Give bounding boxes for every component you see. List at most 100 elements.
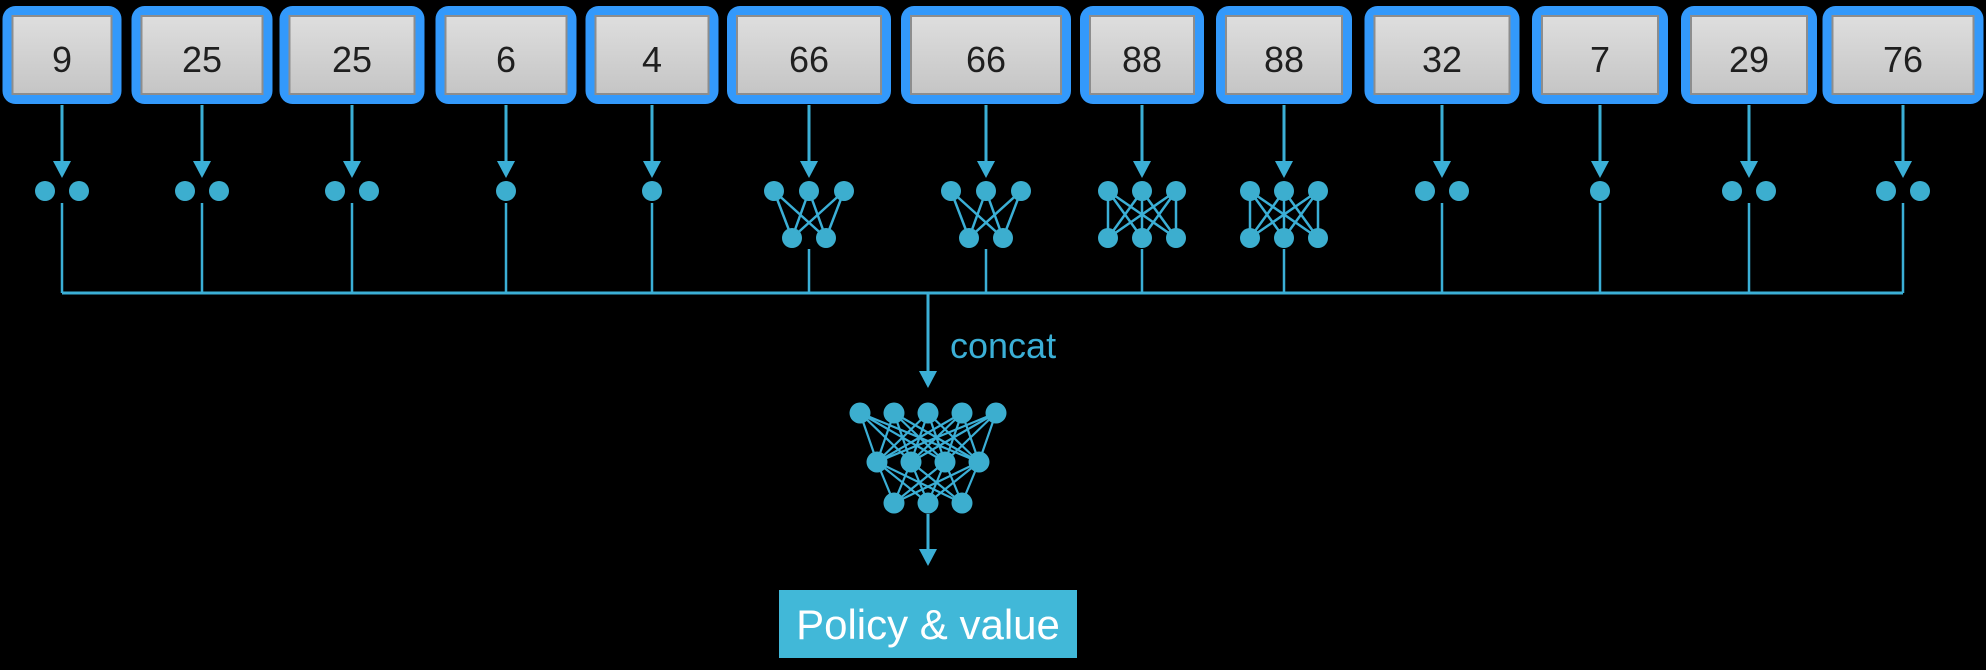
network-node	[959, 228, 979, 248]
network-edge	[927, 461, 980, 504]
network-node	[883, 492, 905, 514]
input-count-label: 29	[1729, 39, 1769, 80]
network-node	[1449, 181, 1469, 201]
down-arrow-head-icon	[1894, 161, 1912, 178]
network-node	[816, 228, 836, 248]
network-node	[782, 228, 802, 248]
network-node	[1756, 181, 1776, 201]
mini-network	[1240, 181, 1328, 248]
network-node	[35, 181, 55, 201]
down-arrow-head-icon	[800, 161, 818, 178]
network-node	[764, 181, 784, 201]
network-node	[1132, 228, 1152, 248]
central-network-layer	[849, 402, 1007, 514]
network-node	[1098, 228, 1118, 248]
input-box	[1373, 15, 1511, 95]
network-node	[941, 181, 961, 201]
network-node	[917, 492, 939, 514]
network-edge	[910, 412, 997, 463]
input-box	[11, 15, 113, 95]
input-count-label: 66	[789, 39, 829, 80]
network-edge	[876, 411, 997, 464]
network-edge	[876, 412, 963, 463]
input-unit-9: 9	[2, 6, 122, 293]
network-node	[1166, 228, 1186, 248]
output-arrow-head-icon	[919, 549, 937, 566]
input-unit-25: 25	[279, 6, 425, 293]
network-node	[1910, 181, 1930, 201]
input-count-label: 88	[1264, 39, 1304, 80]
concat-arrow-head-icon	[919, 371, 937, 388]
down-arrow-head-icon	[343, 161, 361, 178]
network-edge	[876, 412, 929, 463]
network-node	[917, 402, 939, 424]
network-node	[1876, 181, 1896, 201]
down-arrow-head-icon	[1591, 161, 1609, 178]
input-unit-25: 25	[131, 6, 273, 293]
network-node	[69, 181, 89, 201]
down-arrow-head-icon	[977, 161, 995, 178]
input-count-label: 25	[182, 39, 222, 80]
network-edge	[1249, 189, 1319, 240]
input-count-label: 66	[966, 39, 1006, 80]
mini-network	[941, 181, 1031, 248]
input-box	[1831, 15, 1975, 95]
input-count-label: 9	[52, 39, 72, 80]
input-count-label: 76	[1883, 39, 1923, 80]
network-node	[1722, 181, 1742, 201]
input-box	[1089, 15, 1195, 95]
network-edge	[893, 461, 946, 504]
network-node	[849, 402, 871, 424]
input-count-label: 7	[1590, 39, 1610, 80]
network-node	[951, 492, 973, 514]
network-node	[359, 181, 379, 201]
input-box	[910, 15, 1062, 95]
policy-value-label: Policy & value	[796, 601, 1060, 648]
network-node	[496, 181, 516, 201]
network-edge	[944, 412, 997, 463]
concat-bus-layer: concat	[62, 291, 1903, 388]
down-arrow-head-icon	[53, 161, 71, 178]
network-node	[934, 451, 956, 473]
network-node	[993, 228, 1013, 248]
down-arrow-head-icon	[643, 161, 661, 178]
network-node	[175, 181, 195, 201]
network-node	[951, 402, 973, 424]
network-node	[1098, 181, 1118, 201]
network-node	[1132, 181, 1152, 201]
down-arrow-head-icon	[1740, 161, 1758, 178]
down-arrow-head-icon	[1275, 161, 1293, 178]
input-box	[1690, 15, 1808, 95]
network-edge	[893, 461, 980, 504]
input-box	[736, 15, 882, 95]
input-unit-66: 66	[901, 6, 1071, 293]
down-arrow-head-icon	[1133, 161, 1151, 178]
input-box	[594, 15, 710, 95]
input-unit-7: 7	[1532, 6, 1668, 293]
down-arrow-head-icon	[497, 161, 515, 178]
input-box	[140, 15, 264, 95]
input-unit-6: 6	[435, 6, 577, 293]
network-node	[1011, 181, 1031, 201]
down-arrow-head-icon	[1433, 161, 1451, 178]
network-node	[834, 181, 854, 201]
network-node	[968, 451, 990, 473]
network-edge	[968, 190, 1022, 239]
input-box	[288, 15, 416, 95]
input-box	[1541, 15, 1659, 95]
input-box	[444, 15, 568, 95]
network-edge	[1107, 189, 1177, 240]
network-node	[209, 181, 229, 201]
network-node	[1166, 181, 1186, 201]
network-node	[642, 181, 662, 201]
input-box	[1225, 15, 1343, 95]
network-node	[1240, 228, 1260, 248]
mini-network	[1098, 181, 1186, 248]
network-edge	[791, 190, 845, 239]
down-arrow-head-icon	[193, 161, 211, 178]
network-node	[883, 402, 905, 424]
network-node	[900, 451, 922, 473]
mini-network	[764, 181, 854, 248]
